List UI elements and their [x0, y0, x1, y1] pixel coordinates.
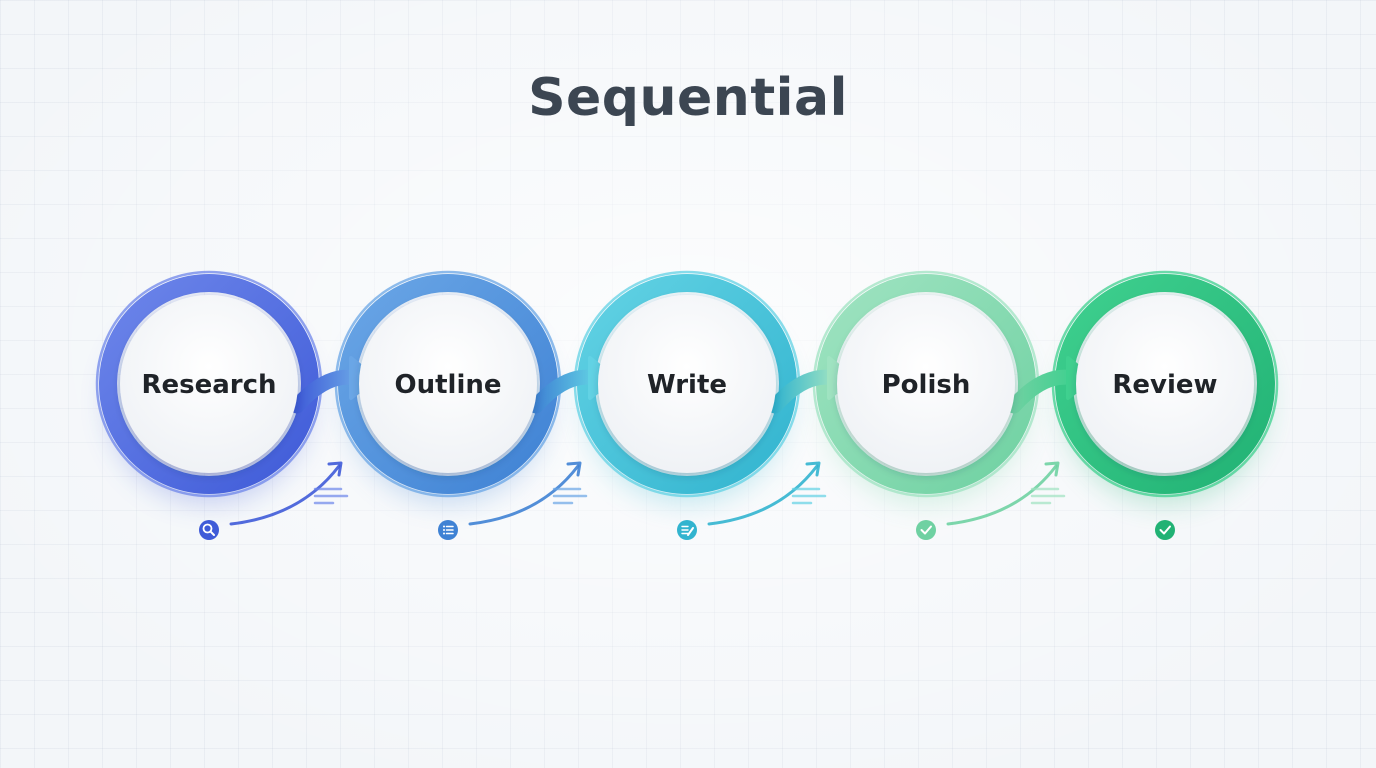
flow-trail-arrow-head — [1044, 461, 1060, 477]
step-label: Review — [1112, 370, 1217, 400]
edit-icon — [677, 520, 697, 540]
step-label: Outline — [394, 370, 501, 400]
step-node — [359, 295, 537, 473]
flow-trail-arrow — [468, 464, 580, 526]
flow-trail-arrow — [707, 464, 819, 526]
flow-trail-arrow-head — [805, 461, 821, 477]
step-label: Research — [141, 370, 276, 400]
flow-trail-arrow-head — [566, 461, 582, 477]
search-icon — [199, 520, 219, 540]
diagram-title: Sequential — [528, 68, 848, 128]
step-node — [598, 295, 776, 473]
check-icon — [916, 520, 936, 540]
step-node — [1076, 295, 1254, 473]
step-node — [120, 295, 298, 473]
step-node — [837, 295, 1015, 473]
flow-trail-arrow — [946, 464, 1058, 526]
list-icon — [438, 520, 458, 540]
step-label: Write — [647, 370, 727, 400]
flow-trail-arrow-head — [327, 461, 343, 477]
step-label: Polish — [882, 370, 971, 400]
flow-trail-arrow — [229, 464, 341, 526]
check-icon — [1155, 520, 1175, 540]
